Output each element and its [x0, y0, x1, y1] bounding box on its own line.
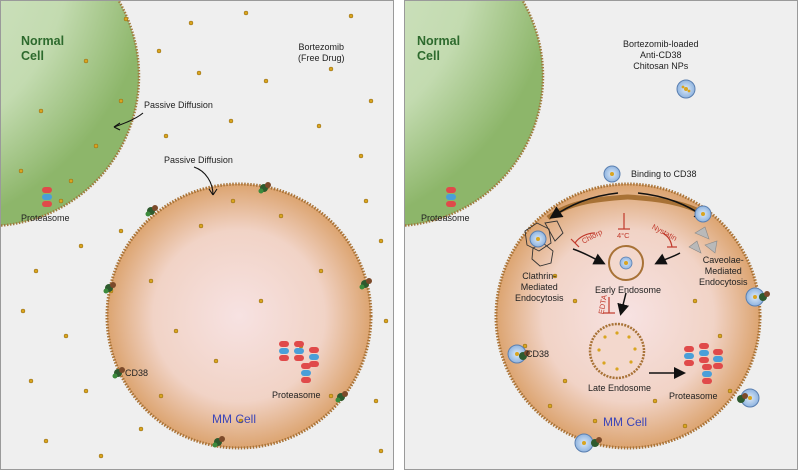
early-endosome-label: Early Endosome [595, 285, 662, 295]
passive-diffusion-label-2: Passive Diffusion [164, 155, 233, 165]
passive-diffusion-label-1: Passive Diffusion [144, 100, 213, 110]
binding-cd38-label: Binding to CD38 [631, 169, 697, 179]
proteasome-normal-icon [446, 187, 456, 207]
mm-cell-label: MM Cell [212, 412, 256, 426]
mm-cell [105, 182, 373, 450]
proteasome-normal-label: Proteasome [421, 213, 470, 223]
inhibitor-4c-label: 4°C [617, 231, 630, 240]
proteasome-mm-label: Proteasome [669, 391, 718, 401]
mm-cell [494, 182, 762, 450]
left-panel-free-drug: Normal Cell Bortezomib (Free Drug) Passi… [0, 0, 394, 470]
proteasome-cluster-icon [684, 343, 723, 384]
np-dots [522, 273, 733, 429]
proteasome-cluster-icon [279, 341, 319, 383]
normal-cell [1, 1, 141, 227]
free-drug-label: Bortezomib (Free Drug) [298, 42, 345, 63]
proteasome-normal-label: Proteasome [21, 213, 70, 223]
normal-cell [405, 1, 545, 227]
pathway-arrows [572, 248, 686, 379]
proteasome-mm-label: Proteasome [272, 390, 321, 400]
normal-cell-label: Normal Cell [417, 34, 461, 63]
right-panel-nanoparticles: Normal Cell Bortezomib-loaded Anti-CD38 … [404, 0, 798, 470]
nanoparticle-label: Bortezomib-loaded Anti-CD38 Chitosan NPs [623, 39, 699, 71]
right-diagram [405, 1, 770, 453]
mm-cell-label: MM Cell [603, 415, 647, 429]
caveolae-label: Caveolae- Mediated Endocytosis [699, 255, 748, 287]
cd38-receptors [519, 291, 770, 447]
late-endosome-label: Late Endosome [588, 383, 652, 393]
inhibitor-arrows [570, 213, 677, 314]
passive-diffusion-arrows [113, 112, 218, 196]
clathrin-label: Clathrin- Mediated Endocytosis [515, 271, 564, 303]
cd38-receptors [103, 182, 372, 448]
left-diagram [1, 1, 389, 459]
normal-cell-label: Normal Cell [21, 34, 65, 63]
early-endosome [608, 245, 644, 281]
late-endosome [588, 322, 646, 380]
cd38-label: CD38 [526, 349, 550, 359]
caveolae-icon [688, 226, 718, 254]
cd38-label: CD38 [125, 368, 149, 378]
proteasome-normal-icon [42, 187, 52, 207]
